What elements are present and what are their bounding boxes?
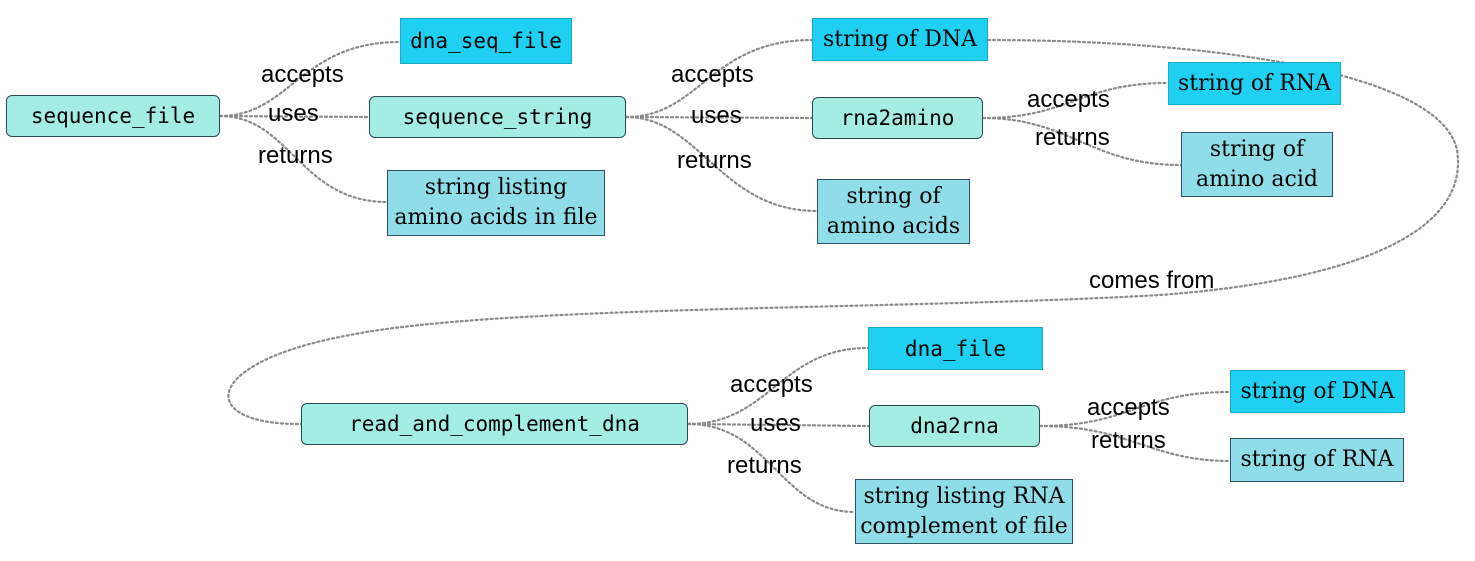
node-string-of-amino-acids: string of amino acids [817, 179, 970, 244]
node-string-of-dna-bottom: string of DNA [1230, 370, 1405, 413]
node-string-listing-rna-complement-line-1: string listing RNA [863, 483, 1065, 509]
edge-rna2amino-returns [981, 116, 1183, 167]
node-string-of-amino-acid-line-2: amino acid [1196, 166, 1318, 192]
edge-label-uses: uses [750, 410, 801, 437]
node-dna-file: dna_file [868, 327, 1043, 370]
edge-dna2rna-returns [1038, 424, 1232, 463]
node-string-of-amino-acid: string of amino acid [1181, 132, 1333, 197]
node-string-listing-amino-acids-line-1: string listing [424, 175, 568, 200]
edge-sequence-string-uses [624, 115, 814, 120]
edge-sequence-file-uses [218, 114, 371, 119]
node-string-listing-rna-complement-line-2: complement of file [860, 513, 1068, 539]
node-string-of-dna-top: string of DNA [812, 18, 988, 61]
edge-label-returns: returns [677, 147, 752, 174]
node-string-listing-amino-acids: string listing amino acids in file [387, 170, 605, 236]
edge-label-returns: returns [1091, 427, 1166, 454]
edge-label-returns: returns [258, 142, 333, 169]
edge-sequence-file-accepts [218, 40, 402, 118]
edge-sequence-string-returns [624, 115, 819, 213]
node-sequence-file: sequence_file [6, 95, 220, 137]
edge-read-complement-uses [686, 422, 871, 428]
node-dna-seq-file: dna_seq_file [400, 18, 572, 64]
node-string-listing-rna-complement: string listing RNA complement of file [855, 479, 1073, 544]
node-string-of-amino-acids-line-2: amino acids [826, 213, 961, 239]
edge-read-complement-returns [686, 422, 857, 514]
edge-read-complement-accepts [686, 346, 870, 426]
edge-label-returns: returns [727, 452, 802, 479]
node-string-of-amino-acid-line-1: string of [1209, 136, 1305, 162]
edge-label-accepts: accepts [730, 371, 813, 398]
node-string-listing-amino-acids-line-2: amino acids in file [394, 205, 598, 230]
edge-label-returns: returns [1035, 124, 1110, 151]
node-string-of-rna-top: string of RNA [1168, 62, 1341, 105]
node-string-of-amino-acids-line-1: string of [846, 183, 941, 209]
edge-label-accepts: accepts [671, 61, 754, 88]
edge-sequence-file-returns [218, 114, 389, 204]
edge-label-accepts: accepts [1027, 86, 1110, 113]
edge-dna2rna-accepts [1038, 390, 1232, 428]
edge-sequence-string-accepts [624, 38, 814, 119]
edge-label-uses: uses [268, 100, 319, 127]
edge-rna2amino-accepts [981, 81, 1170, 120]
edge-label-accepts: accepts [261, 61, 344, 88]
edge-label-comes-from: comes from [1089, 267, 1215, 294]
node-dna2rna: dna2rna [869, 405, 1040, 447]
node-rna2amino: rna2amino [812, 97, 983, 139]
edge-comes-from [227, 38, 1460, 426]
node-sequence-string: sequence_string [369, 96, 626, 138]
node-string-of-rna-bottom: string of RNA [1230, 438, 1404, 482]
edge-label-uses: uses [691, 102, 742, 129]
node-read-and-complement-dna: read_and_complement_dna [301, 403, 688, 445]
edge-label-accepts: accepts [1087, 394, 1170, 421]
